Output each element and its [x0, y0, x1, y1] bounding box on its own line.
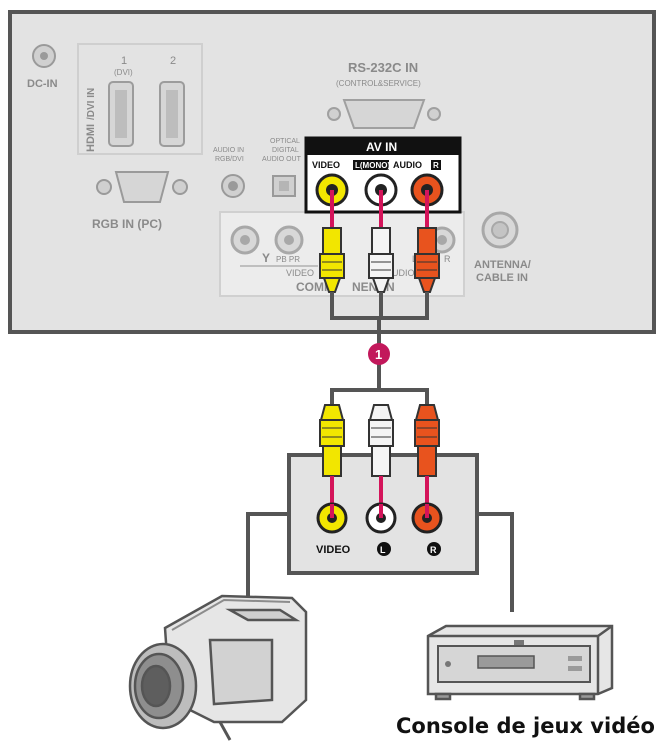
source-left-badge: L [380, 545, 386, 555]
rgb-in-label: RGB IN (PC) [92, 217, 162, 231]
optical-out-port: OPTICAL DIGITAL AUDIO OUT [262, 138, 302, 197]
dc-in-label: DC-IN [27, 78, 58, 90]
audio-in-label-1: AUDIO IN [213, 147, 244, 154]
av-in-video-label: VIDEO [312, 160, 340, 170]
component-y-label: Y [262, 251, 270, 265]
antenna-label-2: CABLE IN [476, 272, 528, 284]
hdmi-dvi-label: /DVI IN [86, 88, 97, 120]
camcorder-icon [128, 594, 308, 741]
av-in-port-group: AV IN VIDEO L(MONO) AUDIO R [304, 136, 462, 214]
component-label-right: N [386, 280, 395, 294]
source-audio-right-plug [414, 419, 440, 447]
game-console-icon [426, 624, 614, 701]
tv-video-plug [322, 227, 342, 255]
component-label-mid: NEN [352, 280, 377, 294]
audio-in-label-2: RGB/DVI [215, 156, 244, 163]
tv-rear-panel: DC-IN HDMI /DVI IN 1 (DVI) 2 RS-232C IN … [8, 10, 656, 334]
device-caption: Console de jeux vidéo [396, 714, 655, 738]
rs232c-label: RS-232C IN [348, 60, 418, 75]
hdmi-port-1-number: 1 [121, 55, 127, 67]
device-cables [246, 512, 514, 612]
component-r-label: R [444, 254, 451, 264]
hdmi-port-group: HDMI /DVI IN 1 (DVI) 2 [77, 43, 203, 155]
optical-label-2: DIGITAL [272, 147, 299, 154]
hdmi-port-1-dvi: (DVI) [114, 68, 133, 77]
tv-plugs [319, 190, 440, 293]
tv-audio-right-plug [417, 227, 437, 255]
rs232c-port: RS-232C IN (CONTROL&SERVICE) [327, 60, 441, 129]
hdmi-brand: HDMI [85, 124, 97, 152]
hdmi-port-2-number: 2 [170, 55, 176, 67]
component-audio-label: AUDIO [386, 268, 415, 278]
optical-label-1: OPTICAL [270, 138, 300, 145]
av-in-r-label: R [433, 161, 439, 170]
source-video-label: VIDEO [316, 544, 351, 556]
source-audio-left-plug [368, 419, 394, 447]
optical-label-3: AUDIO OUT [262, 156, 302, 163]
source-right-badge: R [430, 545, 437, 555]
antenna-label-1: ANTENNA/ [474, 259, 531, 271]
component-label-left: COMP [296, 280, 332, 294]
antenna-cable-in-port: ANTENNA/ CABLE IN [474, 211, 531, 284]
rgb-in-port: RGB IN (PC) [92, 171, 188, 231]
step-callout-number: 1 [375, 347, 382, 362]
component-pbpr-label: PB PR [276, 255, 300, 264]
dc-in-port: DC-IN [27, 44, 58, 90]
rs232c-sublabel: (CONTROL&SERVICE) [336, 79, 421, 88]
tv-audio-left-plug [371, 227, 391, 255]
step-callout: 1 [368, 343, 390, 365]
audio-in-rgb-port: AUDIO IN RGB/DVI [213, 147, 245, 198]
av-in-mono-label: L(MONO) [355, 161, 390, 170]
source-video-plug [319, 419, 345, 447]
source-jack-panel: VIDEO L R [287, 404, 479, 575]
component-video-label: VIDEO [286, 268, 314, 278]
av-in-heading: AV IN [366, 140, 397, 154]
av-in-audio-label: AUDIO [393, 160, 422, 170]
